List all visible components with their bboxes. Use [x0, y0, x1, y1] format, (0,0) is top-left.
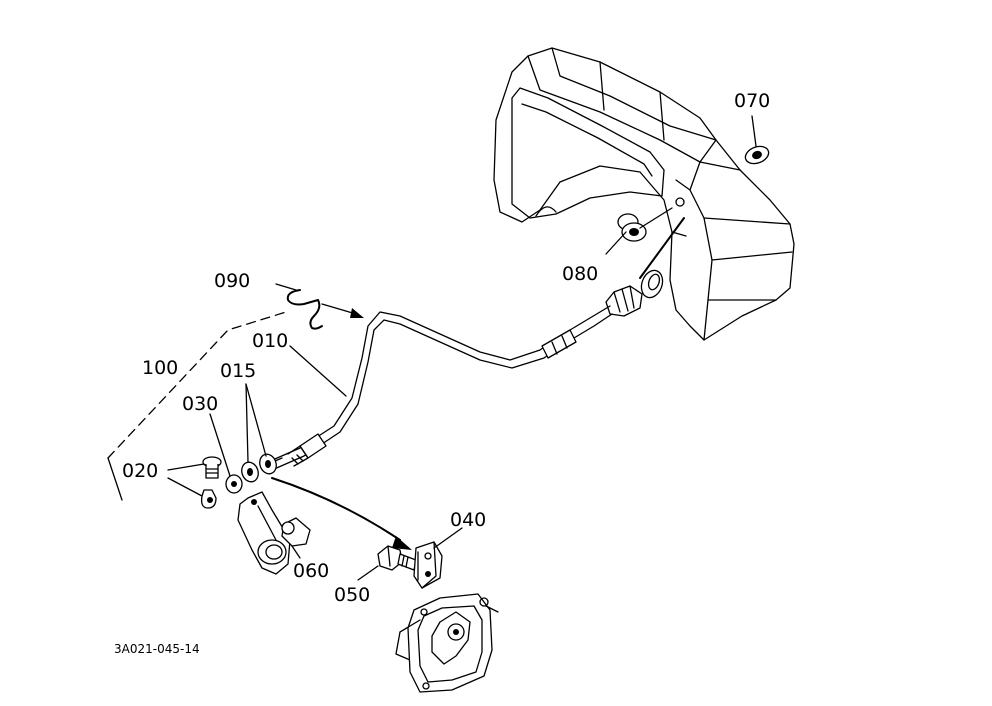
nuts-015 — [241, 453, 277, 483]
label-020: 020 — [122, 460, 158, 482]
label-050: 050 — [334, 584, 370, 606]
assembly-arrow — [271, 477, 412, 550]
assembly-100-bracket — [107, 311, 287, 501]
label-100: 100 — [142, 357, 178, 379]
label-015: 015 — [220, 360, 256, 382]
label-030: 030 — [182, 393, 218, 415]
label-070: 070 — [734, 90, 770, 112]
label-040: 040 — [450, 509, 486, 531]
spring-clip-090 — [286, 289, 364, 330]
mounting-plate — [395, 593, 493, 693]
label-010: 010 — [252, 330, 288, 352]
label-060: 060 — [293, 560, 329, 582]
dashboard-housing — [493, 47, 795, 341]
cable-010 — [267, 305, 613, 471]
label-090: 090 — [214, 270, 250, 292]
label-080: 080 — [562, 263, 598, 285]
bolt-050 — [377, 545, 417, 571]
bushing-080 — [617, 207, 673, 242]
drawing-code: 3A021-045-14 — [114, 642, 200, 656]
part-labels: 070 080 090 010 100 015 030 020 040 060 … — [114, 90, 770, 656]
lever-arm — [237, 491, 291, 575]
washer-070 — [744, 145, 770, 165]
leader-lines — [167, 115, 757, 613]
joint-030 — [225, 474, 243, 494]
pin-020 — [200, 456, 222, 509]
bracket-040 — [413, 541, 443, 589]
pin-060 — [281, 517, 311, 547]
